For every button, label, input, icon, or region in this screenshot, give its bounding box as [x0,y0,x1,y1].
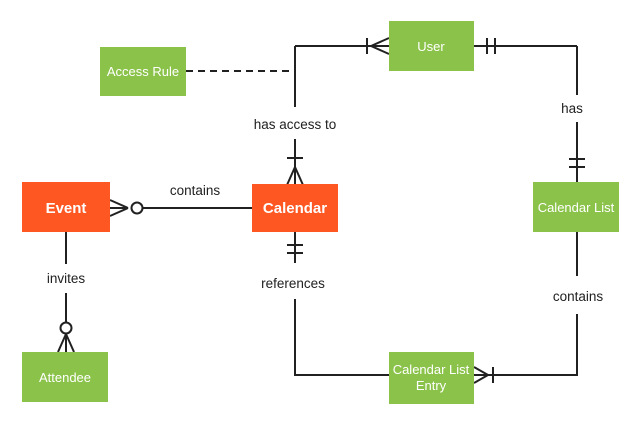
relationship-label: has access to [254,117,337,132]
entity-box[interactable] [22,182,110,232]
relationship-line-invites: invites [47,232,86,353]
crow-foot-one-or-many-icon [473,366,494,384]
entity-calendar[interactable]: Calendar [252,184,338,232]
crow-foot-one-or-many-icon [366,37,390,55]
entity-label: Attendee [39,370,91,385]
crow-foot-zero-or-many-icon [57,321,75,353]
relationship-line-contains-bottom: contains [473,232,604,384]
entity-box[interactable] [252,184,338,232]
entity-box[interactable] [100,47,186,96]
entity-box[interactable] [22,352,108,402]
entity-attendee[interactable]: Attendee [22,352,108,402]
connector-segment [488,314,578,376]
crow-foot-zero-or-many-icon [109,199,144,217]
relationship-line-has-access-to: has access to [254,37,390,186]
entity-calendar-list[interactable]: Calendar List [533,182,619,232]
relationship-line-has: has [474,38,585,182]
entity-box[interactable] [389,352,474,404]
entity-user[interactable]: User [389,21,474,71]
one-and-only-one-icon [569,158,585,168]
one-and-only-one-icon [486,38,496,54]
entity-box[interactable] [389,21,474,71]
connector-segment [294,299,389,376]
crow-foot-one-or-many-icon [286,157,304,186]
entity-label-line2: Entry [416,378,447,393]
entity-label: Access Rule [107,64,179,79]
relationship-label: invites [47,271,86,286]
entity-box[interactable] [533,182,619,232]
entity-label: User [417,39,445,54]
relationship-label: contains [170,183,221,198]
entity-label: Calendar List [538,200,615,215]
entity-label: Calendar [263,200,327,217]
relationship-label: contains [553,289,604,304]
relationship-line-references: references [261,232,389,376]
entity-access-rule[interactable]: Access Rule [100,47,186,96]
entity-label-line1: Calendar List [393,362,470,377]
one-and-only-one-icon [287,244,303,254]
entity-calendar-list-entry[interactable]: Calendar List Entry [389,352,474,404]
entity-event[interactable]: Event [22,182,110,232]
relationship-label: has [561,101,583,116]
entity-label: Event [46,200,87,217]
relationship-label: references [261,276,325,291]
relationship-line-contains-top: contains [109,183,252,217]
